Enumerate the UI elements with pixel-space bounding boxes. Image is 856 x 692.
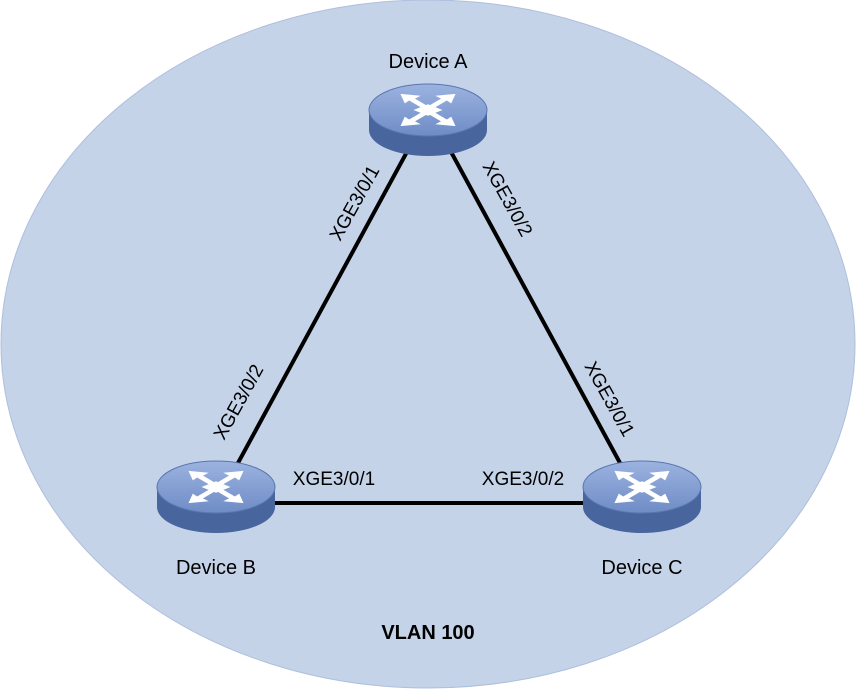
vlan-label: VLAN 100 <box>381 622 474 644</box>
port-label-b-c: XGE3/0/1 <box>293 469 375 490</box>
device-c[interactable]: Device C <box>582 460 702 579</box>
device-b[interactable]: Device B <box>156 460 276 579</box>
switch-icon <box>156 460 276 533</box>
device-a[interactable]: Device A <box>368 51 488 156</box>
port-label-c-b: XGE3/0/2 <box>482 469 564 490</box>
switch-icon <box>582 460 702 533</box>
device-a-label: Device A <box>389 51 469 73</box>
switch-icon <box>368 83 488 156</box>
link-a-c <box>448 148 628 476</box>
device-b-label: Device B <box>176 557 256 579</box>
links <box>230 148 628 505</box>
link-a-b <box>230 148 410 476</box>
device-c-label: Device C <box>601 557 682 579</box>
